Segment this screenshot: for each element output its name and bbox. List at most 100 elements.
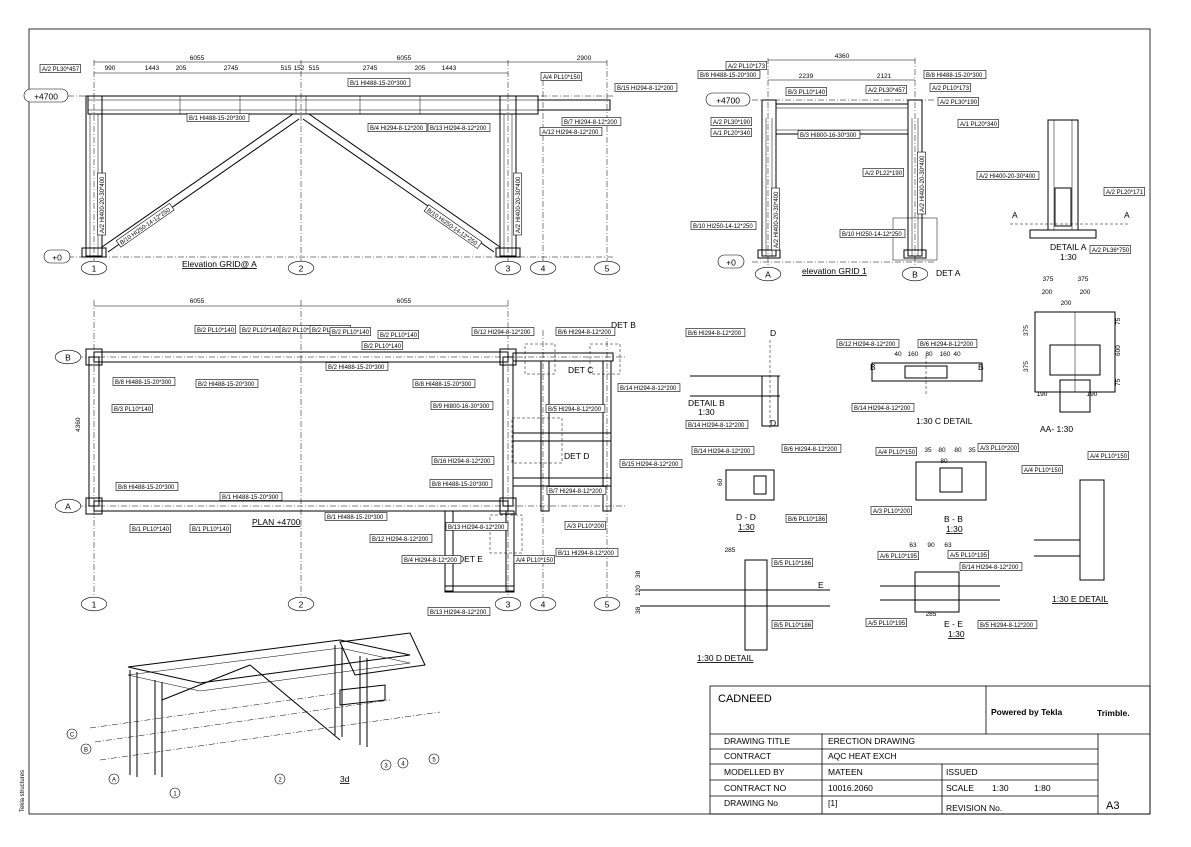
grid-bubble-label: A [65,502,71,512]
dim: 80 [938,447,946,454]
section-mark-a: A [1012,210,1018,220]
part-label-text: A/3 PL10*200 [567,524,605,530]
part-label: A/2 HI400-20-30*400 [513,172,522,236]
part-label: B/1 HI488-15-20*300 [186,113,250,122]
detail-b-title: DETAIL B [688,398,725,408]
dim: 2121 [877,73,892,80]
part-label-text: B/7 HI294-8-12*200 [549,489,603,495]
grid-bubble-label: A [765,270,771,280]
grid-bubble-3 [494,260,522,276]
part-label: B/10 HI250-14-12*250 [839,229,906,238]
grid-bubble-1 [80,260,108,276]
section-mark-d: D [770,418,776,428]
level-marker-shape [717,254,745,269]
part-label-text: B/1 HI488-15-20*300 [189,116,246,122]
part-label-text: B/8 HI488-15-20*300 [115,380,172,386]
dim: 2745 [224,65,239,72]
part-label: B/4 HI294-8-12*200 [401,555,462,564]
plan-grid-bubble-2 [287,596,315,612]
grid-bubble-label: 2 [299,264,304,274]
iso-grid-bubble [80,743,92,755]
part-label-text: A/2 PL36*750 [1092,248,1130,254]
part-label-text: B/1 HI488-15-20*300 [327,515,384,521]
dim: 375 [1043,276,1054,283]
part-label: B/6 HI294-8-12*200 [781,444,842,453]
part-label: A/3 PL10*200 [564,521,606,530]
part-label-text: B/9 HI800-16-30*300 [433,404,490,410]
plan-4700 [66,300,625,600]
det-b-label: DET B [611,320,636,330]
grid-bubble-label: 1 [92,264,97,274]
plan-title: PLAN +4700 [252,517,301,527]
dim: 38 [635,570,642,578]
dim: 2745 [363,65,378,72]
detail-e-e [880,571,1000,613]
plan-grid-bubble-a [54,498,82,514]
part-label-text: A/2 PL30*190 [940,100,978,106]
part-label: A/4 PL10*150 [1087,451,1129,460]
part-label: A/4 PL10*150 [1021,465,1063,474]
detail-ee-title: E - E [944,619,963,629]
part-label: B/15 HI294-8-12*200 [614,83,678,92]
part-label: B/2 PL10*140 [377,330,419,339]
iso-grid-label: 1 [173,792,177,798]
part-label: B/6 HI294-8-12*200 [685,328,746,337]
grid-bubble-label: 4 [541,264,546,274]
sheet-size: A3 [1106,800,1119,812]
dim: 2900 [577,55,592,62]
level-marker-shape [23,88,69,103]
part-label-text: B/8 HI488-15-20*300 [415,382,472,388]
grid-bubble-label: 4 [541,600,546,610]
part-label-text: B/6 HI294-8-12*200 [688,331,742,337]
part-label-text: B/1 HI488-15-20*300 [350,81,407,87]
part-label: B/14 HI294-8-12*200 [851,403,915,412]
part-label: A/4 PL10*150 [540,72,582,81]
section-mark-d: D [770,328,776,338]
dim: 6055 [397,55,412,62]
iso-grid-label: A [112,778,116,784]
tb-row-label: CONTRACT NO [724,783,787,793]
det-c-label: DET C [568,365,593,375]
part-label-text: A/2 PL30*457 [42,67,80,73]
part-label-text: B/2 HI488-15-20*300 [328,365,385,371]
part-label: A/4 PL10*150 [875,447,917,456]
part-label-text: B/2 PL10*140 [364,344,402,350]
dim: 190 [1087,391,1098,398]
dim: 4360 [75,417,82,432]
part-label-text: B/3 PL10*140 [788,90,826,96]
part-label-text: A/2 HI400-20-30*400 [100,176,106,233]
part-label: A/12 HI294-8-12*200 [539,127,603,136]
section-mark-a: A [1124,210,1130,220]
dim: 515 [281,65,292,72]
part-label: B/3 PL10*140 [785,87,827,96]
dim: 152 [294,65,305,72]
part-label-text: A/2 PL10*173 [728,64,766,70]
detail-aa [1034,311,1116,413]
dim: 1443 [442,65,457,72]
part-label-text: A/4 PL10*150 [878,450,916,456]
part-label-text: B/8 HI488-15-20*300 [700,73,757,79]
part-label-text: A/2 PL30*190 [713,120,751,126]
part-label: B/13 HI294-8-12*200 [427,607,491,616]
part-label-text: A/2 PL22*190 [865,171,903,177]
part-label: B/3 PL10*140 [111,404,153,413]
tb-row-value: [1] [828,798,837,808]
tb-row-label: DRAWING No [724,798,778,808]
iso-grid-bubble [66,728,78,740]
dim: 1443 [145,65,160,72]
part-label: A/3 PL10*200 [977,443,1019,452]
part-label: B/10 HI250-14-12*250 [423,204,483,249]
tb-row-label: DRAWING TITLE [724,736,790,746]
detail-bb-title: B - B [944,514,963,524]
level-marker-shape [705,92,751,107]
part-label: B/5 HI294-8-12*200 [545,404,606,413]
plan-grid-bubble-5 [593,596,621,612]
dim: 200 [1042,289,1053,296]
part-label-text: B/2 PL10*140 [332,330,370,336]
dim: 6055 [397,298,412,305]
grid-bubble-5 [593,260,621,276]
part-label-text: A/2 HI400-20-30*400 [979,174,1036,180]
part-label-text: A/4 PL10*150 [1024,468,1062,474]
section-mark-b: B [978,362,984,372]
